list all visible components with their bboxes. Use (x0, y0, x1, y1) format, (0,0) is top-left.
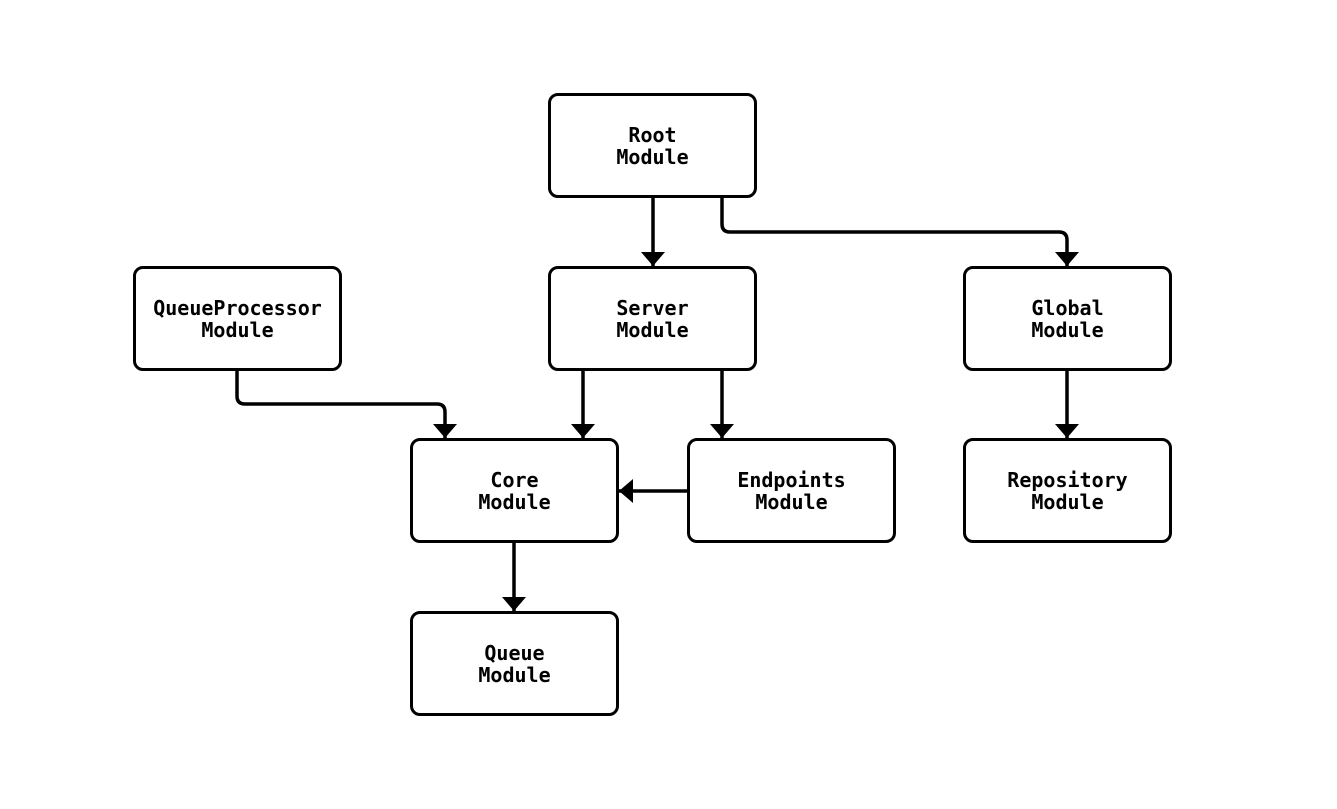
node-label-global: Global Module (1031, 295, 1104, 342)
node-server: Server Module (548, 266, 757, 371)
node-label-repository: Repository Module (1007, 467, 1128, 514)
node-label-server: Server Module (616, 295, 689, 342)
node-label-root: Root Module (616, 122, 689, 169)
node-global: Global Module (963, 266, 1172, 371)
edge-root-global (720, 198, 1079, 266)
node-repository: Repository Module (963, 438, 1172, 543)
node-label-core: Core Module (478, 467, 551, 514)
node-label-queue: Queue Module (478, 640, 551, 687)
node-label-queueprocessor: QueueProcessor Module (153, 295, 322, 342)
node-core: Core Module (410, 438, 619, 543)
edge-queueprocessor-core (235, 371, 457, 438)
node-queueprocessor: QueueProcessor Module (133, 266, 342, 371)
node-queue: Queue Module (410, 611, 619, 716)
node-endpoints: Endpoints Module (687, 438, 896, 543)
node-label-endpoints: Endpoints Module (737, 467, 846, 514)
node-root: Root Module (548, 93, 757, 198)
